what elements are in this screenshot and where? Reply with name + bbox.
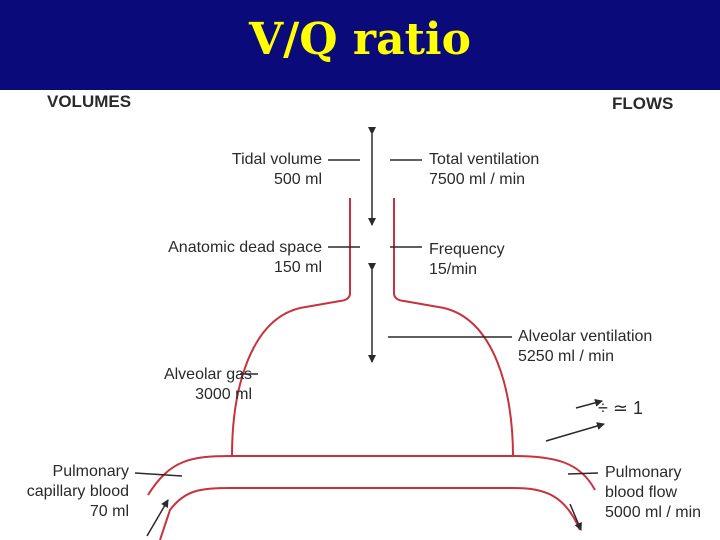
alveolar-ventilation-value: 5250 ml / min <box>518 347 652 367</box>
alveolar-gas-value: 3000 ml <box>110 385 252 405</box>
capillary-outline <box>148 456 595 540</box>
tidal-volume-value: 500 ml <box>180 170 322 190</box>
total-ventilation-text: Total ventilation <box>429 150 539 170</box>
frequency-text: Frequency <box>429 240 505 260</box>
vq-ratio-label: ÷ ≃ 1 <box>598 398 643 418</box>
capillary-text-1: Pulmonary <box>0 462 129 482</box>
blood-flow-value: 5000 ml / min <box>605 503 701 523</box>
capillary-leader <box>135 473 182 476</box>
frequency-value: 15/min <box>429 260 505 280</box>
volumes-header: VOLUMES <box>47 92 131 112</box>
capillary-outflow-arrow <box>570 504 581 530</box>
ratio-arrow-lower <box>546 424 604 441</box>
dead-space-value: 150 ml <box>100 258 322 278</box>
total-ventilation-label: Total ventilation 7500 ml / min <box>429 150 539 190</box>
frequency-label: Frequency 15/min <box>429 240 505 280</box>
slide-title: V/Q ratio <box>0 14 720 65</box>
capillary-text-2: capillary blood <box>0 482 129 502</box>
blood-flow-text-2: blood flow <box>605 483 701 503</box>
dead-space-label: Anatomic dead space 150 ml <box>100 238 322 278</box>
diagram-area: VOLUMES FLOWS Tidal volume 500 ml Anatom… <box>0 90 720 540</box>
blood-flow-label: Pulmonary blood flow 5000 ml / min <box>605 463 701 523</box>
alveolar-ventilation-text: Alveolar ventilation <box>518 327 652 347</box>
capillary-lower-wall <box>160 488 580 540</box>
total-ventilation-value: 7500 ml / min <box>429 170 539 190</box>
capillary-blood-label: Pulmonary capillary blood 70 ml <box>0 462 129 522</box>
alveolus-dome-right <box>444 308 513 456</box>
tidal-volume-label: Tidal volume 500 ml <box>180 150 322 190</box>
blood-flow-leader <box>568 473 598 474</box>
alveolar-ventilation-label: Alveolar ventilation 5250 ml / min <box>518 327 652 367</box>
blood-flow-text-1: Pulmonary <box>605 463 701 483</box>
alveolar-gas-label: Alveolar gas 3000 ml <box>110 365 252 405</box>
capillary-inflow-arrow <box>147 500 168 536</box>
capillary-value: 70 ml <box>0 502 129 522</box>
title-bar: V/Q ratio <box>0 0 720 90</box>
flows-header: FLOWS <box>612 94 673 114</box>
dead-space-text: Anatomic dead space <box>100 238 322 258</box>
leader-lines <box>135 160 598 476</box>
alveolar-gas-text: Alveolar gas <box>110 365 252 385</box>
tidal-volume-text: Tidal volume <box>180 150 322 170</box>
